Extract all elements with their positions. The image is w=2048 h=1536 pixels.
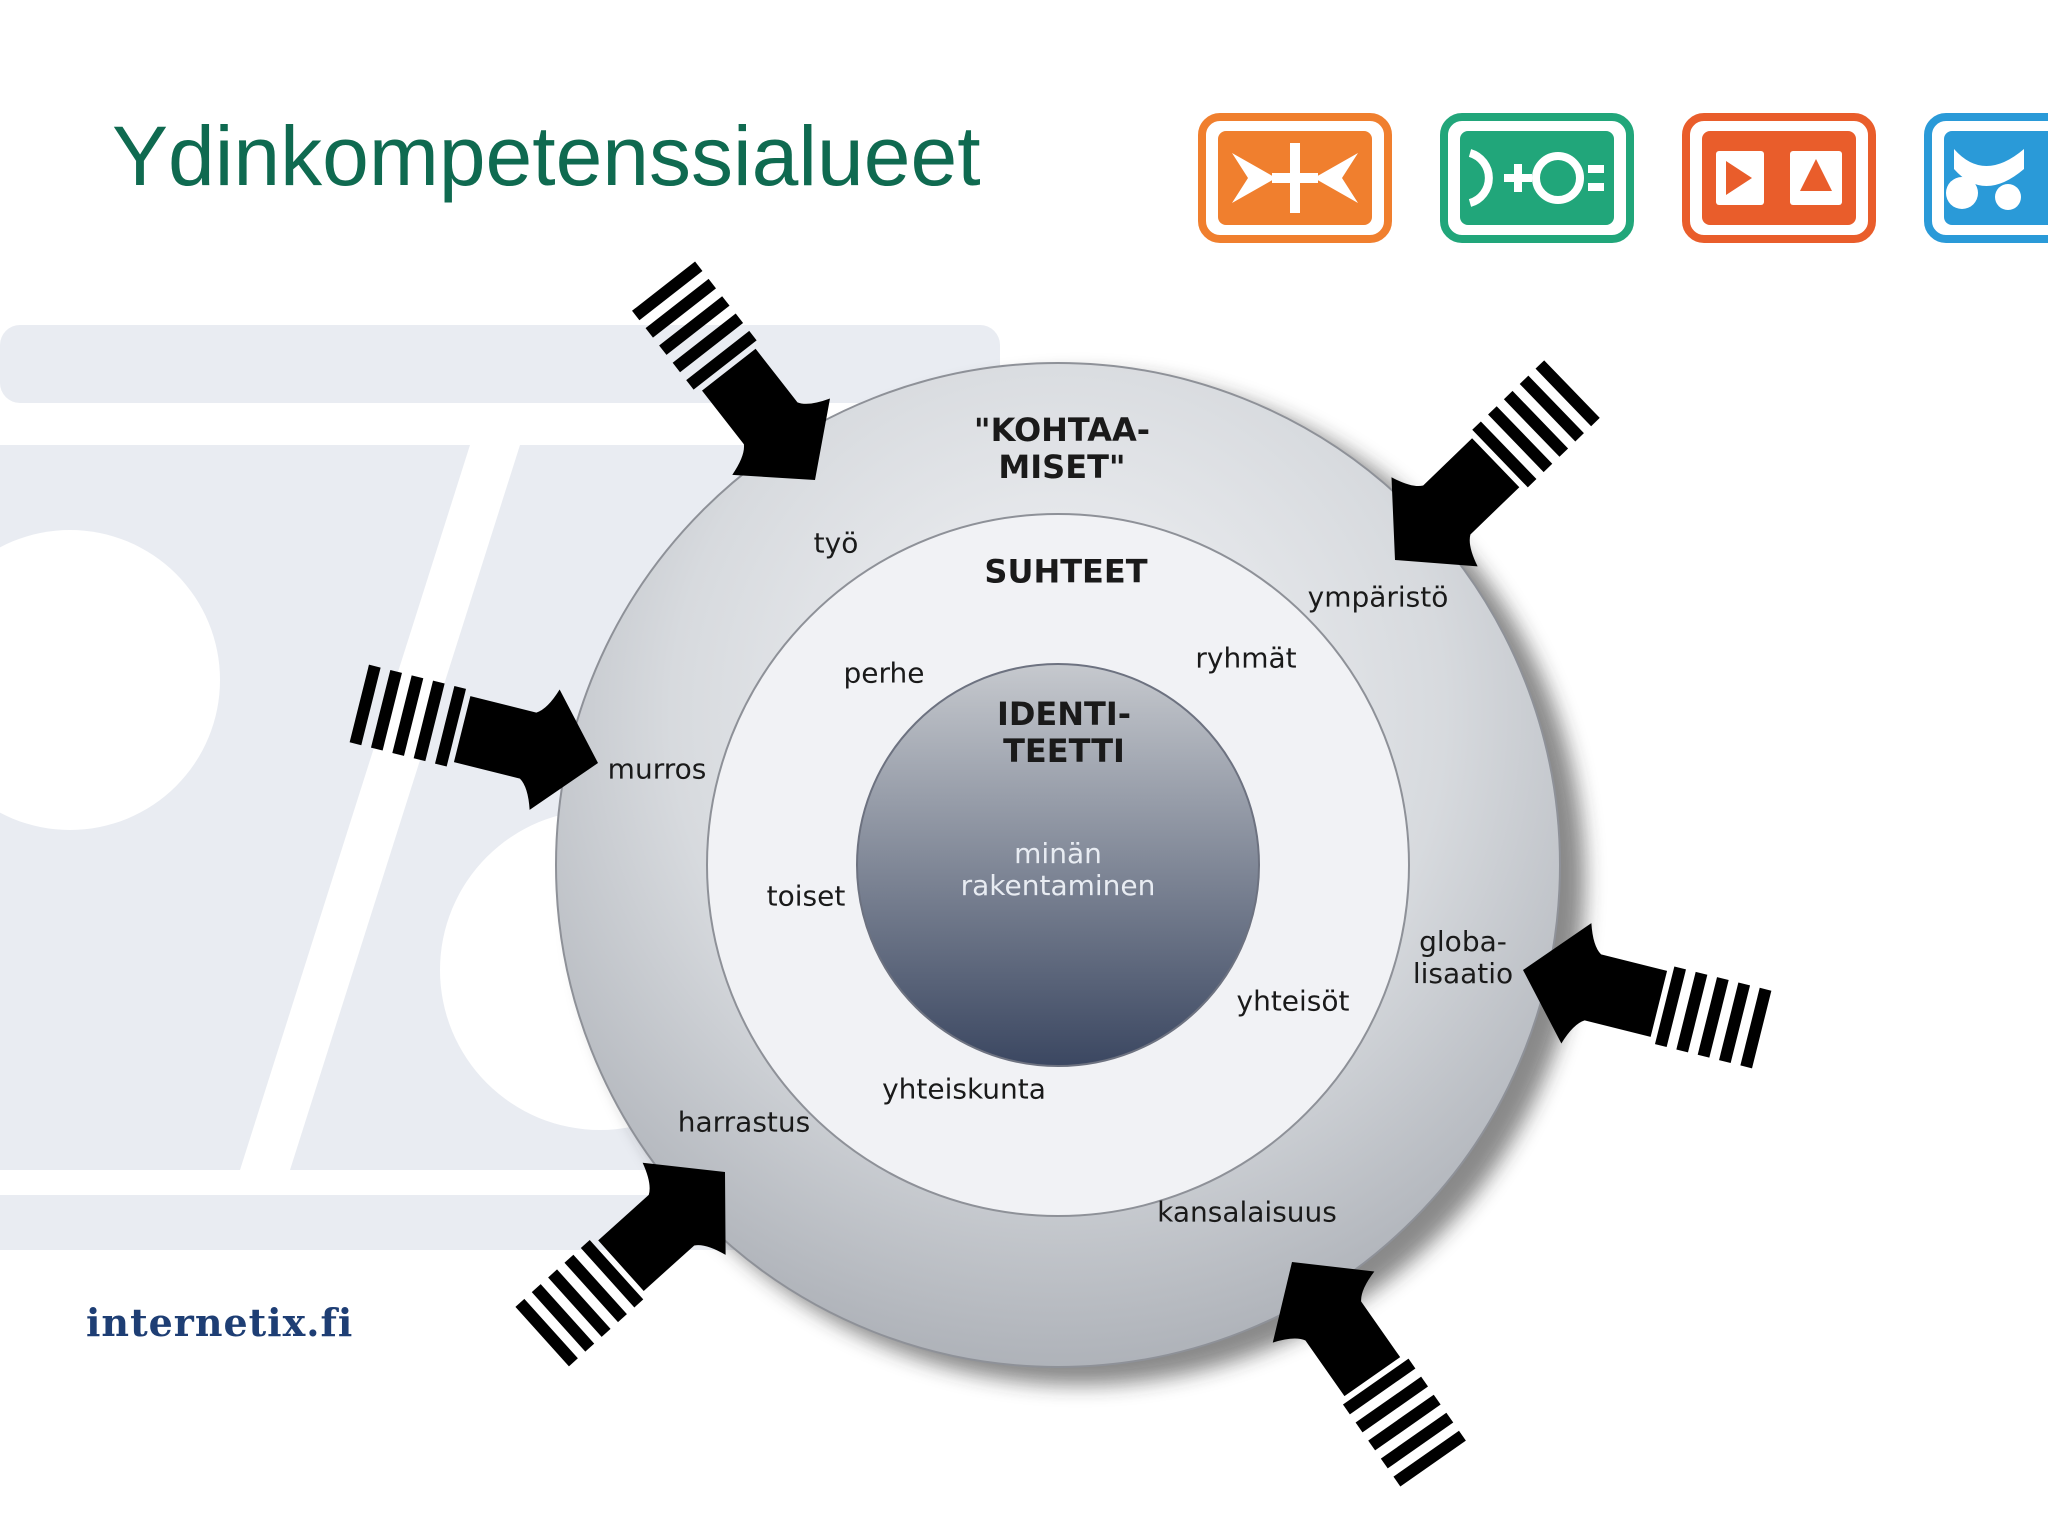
arrow-top-left-stripe [632,261,703,321]
middle-ring-heading: SUHTEET [984,552,1148,591]
arrow-left-stripe [349,664,381,746]
arrow-top-left-stripe [672,313,744,373]
identity-core [856,663,1260,1067]
logo-tile-2 [1440,113,1634,243]
plus-circle-icon [1468,149,1604,207]
arrow-top-right-stripe [1519,375,1584,442]
page-title: Ydinkompetenssialueet [112,109,981,203]
brand-label: internetix.fi [86,1300,354,1345]
arrow-bottom-right [1272,1262,1466,1487]
outer-ring-heading: "KOHTAA- MISET" [973,411,1151,486]
logo-tile-1 [1198,113,1392,243]
label-yhteiskunta: yhteiskunta [882,1072,1046,1106]
arrow-left-stripe [370,669,402,751]
arrow-right-stripe [1676,971,1708,1053]
circles-icon [1946,149,2024,210]
arrow-top-right-stripe [1535,360,1600,427]
arrow-top-left-stripe [659,296,730,355]
arrow-top-right [1391,360,1600,567]
arrow-bottom-left-stripe [564,1254,627,1323]
label-yhteisot: yhteisöt [1236,984,1350,1018]
core-heading: IDENTI- TEETTI [996,695,1132,770]
label-globalisaatio: globa- lisaatio [1412,925,1514,990]
cross-arrows-icon [1232,143,1358,213]
arrow-bottom-left-stripe [515,1298,578,1367]
arrow-top-right-stripe [1488,406,1553,473]
label-murros: murros [607,752,707,786]
arrow-top-left-stripe [645,278,717,338]
label-toiset: toiset [766,879,846,913]
arrow-left [349,664,598,810]
arrow-bottom-right-stripe [1342,1358,1416,1415]
arrow-left-stripe [392,675,424,756]
label-kansalaisuus: kansalaisuus [1157,1195,1337,1229]
arrow-bottom-left [515,1162,726,1367]
arrow-bottom-left-stripe [531,1284,595,1352]
label-ryhmat: ryhmät [1195,641,1297,675]
label-ymparisto: ympäristö [1307,580,1449,614]
arrow-bottom-right-stripe [1355,1376,1429,1433]
arrow-left-stripe [413,680,445,762]
label-tyo: työ [813,526,859,560]
arrow-bottom-right-stripe [1380,1412,1454,1469]
arrow-bottom-left-stripe [548,1269,611,1337]
arrow-bottom-right-stripe [1368,1394,1441,1451]
arrow-bottom-left-stripe [580,1239,644,1308]
label-harrastus: harrastus [677,1105,811,1139]
arrow-top-right-stripe [1503,390,1569,457]
arrow-bottom-right-stripe [1393,1430,1466,1487]
arrow-right-stripe [1697,977,1729,1058]
arrow-right [1523,923,1772,1069]
arrow-right-stripe [1740,987,1772,1069]
arrow-top-left [632,261,830,480]
logo-tile-4 [1924,113,2048,243]
label-perhe: perhe [843,656,925,690]
arrow-right-stripe [1719,982,1751,1064]
logo-tile-3 [1682,113,1876,243]
arrow-right-stripe [1654,966,1686,1048]
arrow-top-right-stripe [1472,421,1537,488]
core-text: minän rakentaminen [960,837,1156,902]
arrow-top-left-stripe [686,330,757,390]
arrow-left-stripe [435,685,467,767]
